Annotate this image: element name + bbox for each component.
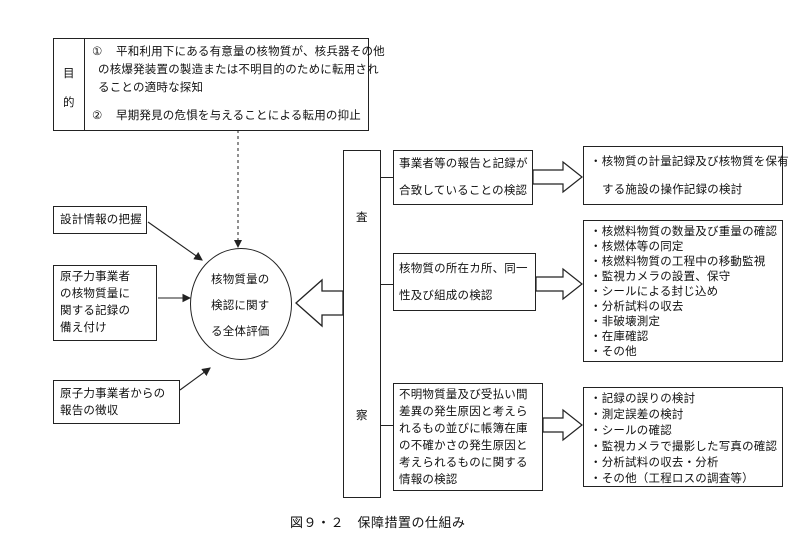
records-line-3: 関する記録の [60, 303, 131, 317]
check1-arrow [532, 160, 583, 194]
result2-line-6: ・分析試料の収去 [590, 299, 684, 313]
check-box-2: 核物質の所在カ所、同一 性及び組成の検認 [393, 253, 536, 311]
check2-arrow [535, 267, 583, 301]
check3-line-6: 情報の検認 [399, 472, 458, 486]
result-box-1: ・核物質の計量記録及び核物質を保有 する施設の操作記録の検討 [583, 146, 789, 205]
result-box-2: ・核燃料物質の数量及び重量の確認 ・核燃体等の同定 ・核燃料物質の工程中の移動監… [583, 220, 783, 362]
connector-check-2 [381, 284, 393, 285]
purpose-label-divider [84, 39, 85, 130]
inspection-char-1: 査 [356, 210, 368, 224]
result2-line-2: ・核燃体等の同定 [590, 239, 684, 253]
result2-line-3: ・核燃料物質の工程中の移動監視 [590, 254, 766, 268]
reports-line-1: 原子力事業者からの [60, 386, 166, 400]
result3-line-6: ・その他（工程ロスの調査等） [590, 471, 754, 485]
check-box-3: 不明物質量及び受払い間 差異の発生原因と考えら れるもの並びに帳簿在庫 の不確か… [393, 383, 543, 491]
result2-line-7: ・非破壊測定 [590, 314, 661, 328]
design-arrow [147, 221, 203, 261]
figure-caption: 図９・２ 保障措置の仕組み [290, 516, 466, 531]
inspection-to-evaluation-arrow [295, 278, 344, 328]
result3-line-3: ・シールの確認 [590, 423, 672, 437]
result1-line-2: する施設の操作記録の検討 [602, 182, 743, 196]
evaluation-line-3: る全体評価 [211, 324, 270, 338]
result2-line-4: ・監視カメラの設置、保守 [590, 269, 731, 283]
reports-box: 原子力事業者からの 報告の徴収 [53, 380, 180, 424]
purpose-item2-marker: ② [92, 108, 103, 122]
result3-line-4: ・監視カメラで撮影した写真の確認 [590, 439, 778, 453]
check3-arrow [542, 408, 583, 442]
purpose-label-2: 的 [63, 95, 75, 109]
records-box: 原子力事業者 の核物質量に 関する記録の 備え付け [53, 265, 157, 341]
purpose-box: 目 的 ① 平和利用下にある有意量の核物質が、核兵器その他 の核爆発装置の製造ま… [53, 38, 385, 131]
overall-evaluation-ellipse: 核物質量の 検認に関す る全体評価 [190, 248, 292, 360]
design-info-box: 設計情報の把握 [53, 206, 147, 234]
connector-check-1 [381, 177, 393, 178]
check3-line-5: 考えられるものに関する [399, 455, 528, 469]
check1-line-1: 事業者等の報告と記録が [399, 156, 528, 170]
purpose-item1-line-2: の核爆発装置の製造または不明目的のために転用され [98, 62, 379, 76]
check3-line-4: の不確かさの発生原因と [399, 438, 528, 452]
purpose-item1-line-1: 平和利用下にある有意量の核物質が、核兵器その他 [116, 44, 385, 58]
check1-line-2: 合致していることの検認 [399, 183, 528, 197]
purpose-item1-line-3: ることの適時な探知 [98, 80, 204, 94]
check-box-1: 事業者等の報告と記録が 合致していることの検認 [393, 150, 533, 205]
evaluation-line-1: 核物質量の [211, 272, 270, 286]
design-info-label: 設計情報の把握 [60, 212, 142, 226]
result1-line-1: ・核物質の計量記録及び核物質を保有 [590, 154, 789, 168]
records-line-4: 備え付け [60, 320, 107, 334]
reports-line-2: 報告の徴収 [60, 403, 119, 417]
records-line-1: 原子力事業者 [60, 269, 131, 283]
result2-line-8: ・在庫確認 [590, 329, 649, 343]
reports-arrow [179, 367, 211, 391]
purpose-item2-text: 早期発見の危惧を与えることによる転用の抑止 [116, 108, 362, 122]
result3-line-2: ・測定誤差の検討 [590, 407, 684, 421]
result2-line-1: ・核燃料物質の数量及び重量の確認 [590, 224, 778, 238]
inspection-box: 査 察 [343, 150, 381, 498]
connector-check-3 [381, 425, 393, 426]
check2-line-2: 性及び組成の検認 [399, 288, 493, 302]
result2-line-9: ・その他 [590, 344, 637, 358]
evaluation-line-2: 検認に関す [211, 298, 270, 312]
records-line-2: の核物質量に [60, 286, 131, 300]
result3-line-1: ・記録の誤りの検討 [590, 391, 696, 405]
purpose-label-1: 目 [63, 66, 75, 80]
result2-line-5: ・シールによる封じ込め [590, 284, 719, 298]
check2-line-1: 核物質の所在カ所、同一 [399, 261, 528, 275]
inspection-char-2: 察 [356, 408, 368, 422]
check3-line-3: れるもの並びに帳簿在庫 [399, 421, 528, 435]
check3-line-1: 不明物質量及び受払い間 [399, 387, 528, 401]
result-box-3: ・記録の誤りの検討 ・測定誤差の検討 ・シールの確認 ・監視カメラで撮影した写真… [583, 387, 783, 487]
result3-line-5: ・分析試料の収去・分析 [590, 455, 719, 469]
check3-line-2: 差異の発生原因と考えら [399, 404, 528, 418]
purpose-item1-marker: ① [92, 44, 103, 58]
